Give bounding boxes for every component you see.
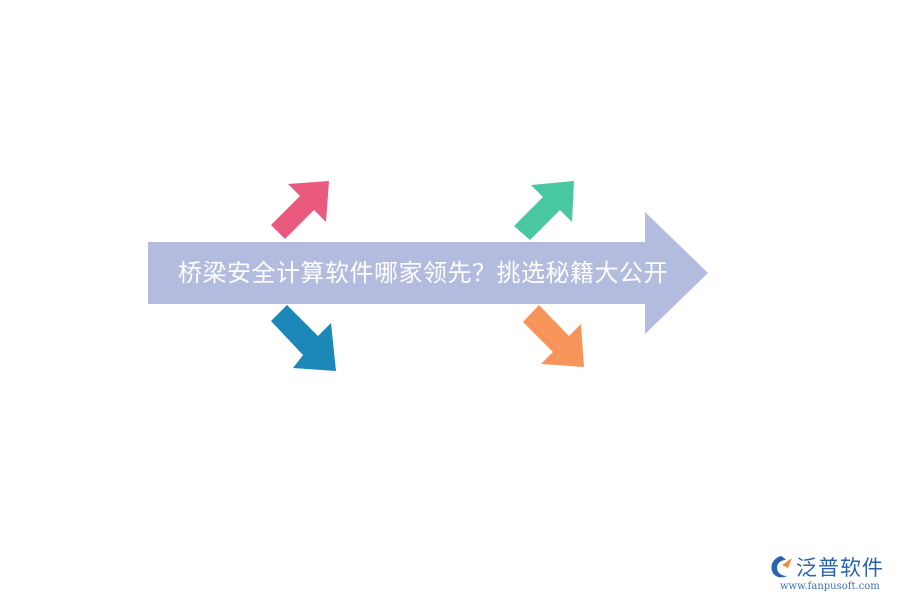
logo-name: 泛普软件 <box>796 556 884 580</box>
green-up-arrow <box>514 181 574 240</box>
fanpu-logo-icon <box>771 556 792 578</box>
main-arrow <box>148 212 708 334</box>
diagram-title: 桥梁安全计算软件哪家领先？挑选秘籍大公开 <box>178 259 668 287</box>
pink-up-arrow <box>271 181 329 239</box>
orange-down-arrow <box>523 305 584 367</box>
blue-down-arrow <box>271 305 336 371</box>
brand-logo: 泛普软件 www.fanpusoft.com <box>768 550 894 596</box>
logo-url: www.fanpusoft.com <box>780 581 880 592</box>
